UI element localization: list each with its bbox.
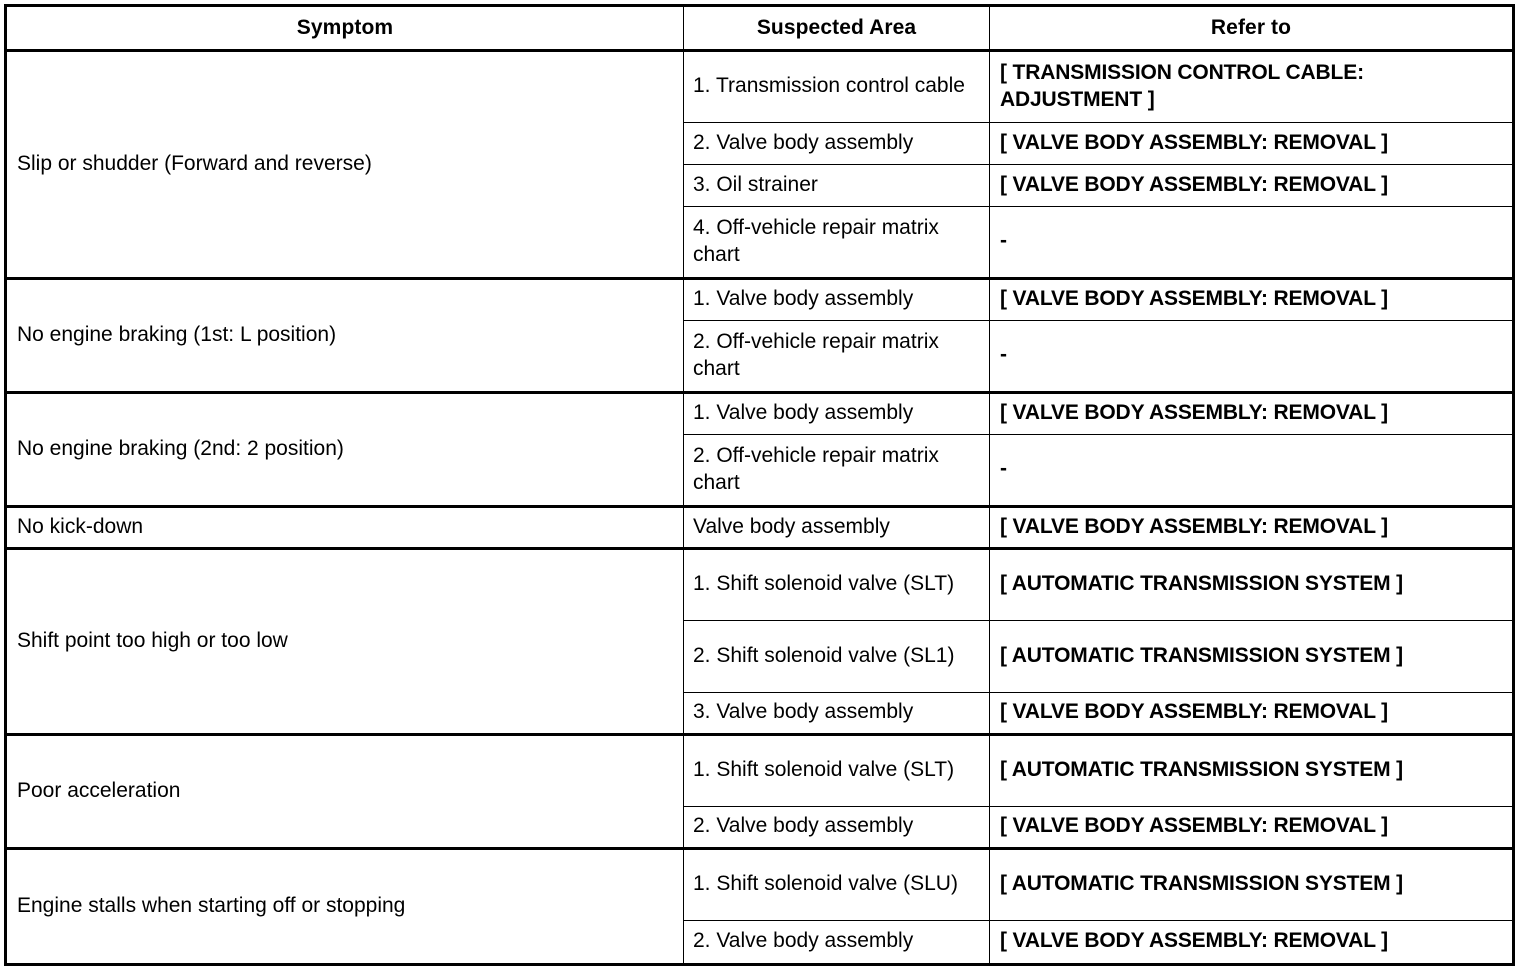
suspected-area-cell: 2. Valve body assembly: [683, 122, 990, 165]
symptom-cell: Engine stalls when starting off or stopp…: [5, 847, 684, 965]
refer-to-cell: [ AUTOMATIC TRANSMISSION SYSTEM ]: [989, 620, 1514, 693]
column-header-suspected-area: Suspected Area: [683, 5, 990, 52]
table-row: No engine braking (1st: L position)1. Va…: [5, 277, 1514, 393]
table-body: Slip or shudder (Forward and reverse)1. …: [5, 49, 1514, 965]
suspected-area-cell: 1. Shift solenoid valve (SLT): [683, 547, 990, 621]
refer-to-cell: [ VALVE BODY ASSEMBLY: REMOVAL ]: [989, 806, 1514, 849]
symptom-cell: Slip or shudder (Forward and reverse): [5, 49, 684, 279]
empty-reference-dash: -: [1000, 457, 1007, 481]
symptom-cell: Shift point too high or too low: [5, 547, 684, 735]
refer-to-cell: [ AUTOMATIC TRANSMISSION SYSTEM ]: [989, 733, 1514, 807]
refer-to-cell: -: [989, 206, 1514, 279]
empty-reference-dash: -: [1000, 229, 1007, 253]
symptom-cell: Poor acceleration: [5, 733, 684, 849]
empty-reference-dash: -: [1000, 343, 1007, 367]
suspected-area-cell: 1. Valve body assembly: [683, 277, 990, 321]
symptom-cell: No kick-down: [5, 505, 684, 549]
table-header: Symptom Suspected Area Refer to: [5, 5, 1514, 52]
table-row: 2. Valve body assembly[ VALVE BODY ASSEM…: [6, 920, 1514, 965]
table-row: 2. Off-vehicle repair matrix chart-: [6, 320, 1514, 393]
refer-to-cell: [ AUTOMATIC TRANSMISSION SYSTEM ]: [989, 847, 1514, 921]
symptom-cell: No engine braking (2nd: 2 position): [5, 391, 684, 507]
refer-to-cell: -: [989, 320, 1514, 393]
table-row: Slip or shudder (Forward and reverse)1. …: [5, 49, 1514, 279]
table-row: Engine stalls when starting off or stopp…: [5, 847, 1514, 965]
column-header-symptom: Symptom: [5, 5, 684, 52]
symptom-diagnosis-table: Symptom Suspected Area Refer to Slip or …: [4, 4, 1515, 966]
column-header-refer-to: Refer to: [989, 5, 1514, 52]
refer-to-cell: [ VALVE BODY ASSEMBLY: REMOVAL ]: [989, 164, 1514, 207]
suspected-area-cell: 4. Off-vehicle repair matrix chart: [683, 206, 990, 279]
suspected-area-cell: 2. Valve body assembly: [683, 920, 990, 965]
suspected-area-cell: 2. Off-vehicle repair matrix chart: [683, 434, 990, 507]
refer-to-cell: [ VALVE BODY ASSEMBLY: REMOVAL ]: [989, 505, 1514, 549]
refer-to-cell: -: [989, 434, 1514, 507]
suspected-area-cell: 1. Transmission control cable: [683, 49, 990, 123]
refer-to-cell: [ VALVE BODY ASSEMBLY: REMOVAL ]: [989, 277, 1514, 321]
table-header-row: Symptom Suspected Area Refer to: [5, 5, 1514, 52]
suspected-area-cell: 2. Off-vehicle repair matrix chart: [683, 320, 990, 393]
table-row: No engine braking (2nd: 2 position)1. Va…: [5, 391, 1514, 507]
table-row: 2. Valve body assembly[ VALVE BODY ASSEM…: [6, 122, 1514, 165]
refer-to-cell: [ VALVE BODY ASSEMBLY: REMOVAL ]: [989, 692, 1514, 735]
suspected-area-cell: 2. Valve body assembly: [683, 806, 990, 849]
table-row: 3. Valve body assembly[ VALVE BODY ASSEM…: [6, 692, 1514, 735]
suspected-area-cell: 2. Shift solenoid valve (SL1): [683, 620, 990, 693]
symptom-cell: No engine braking (1st: L position): [5, 277, 684, 393]
refer-to-cell: [ VALVE BODY ASSEMBLY: REMOVAL ]: [989, 920, 1514, 965]
suspected-area-cell: 3. Valve body assembly: [683, 692, 990, 735]
refer-to-cell: [ TRANSMISSION CONTROL CABLE: ADJUSTMENT…: [989, 49, 1514, 123]
table-row: 4. Off-vehicle repair matrix chart-: [6, 206, 1514, 279]
suspected-area-cell: 1. Valve body assembly: [683, 391, 990, 435]
refer-to-cell: [ VALVE BODY ASSEMBLY: REMOVAL ]: [989, 391, 1514, 435]
suspected-area-cell: 1. Shift solenoid valve (SLU): [683, 847, 990, 921]
suspected-area-cell: Valve body assembly: [683, 505, 990, 549]
refer-to-cell: [ AUTOMATIC TRANSMISSION SYSTEM ]: [989, 547, 1514, 621]
refer-to-cell: [ VALVE BODY ASSEMBLY: REMOVAL ]: [989, 122, 1514, 165]
suspected-area-cell: 1. Shift solenoid valve (SLT): [683, 733, 990, 807]
table-row: 2. Off-vehicle repair matrix chart-: [6, 434, 1514, 507]
suspected-area-cell: 3. Oil strainer: [683, 164, 990, 207]
